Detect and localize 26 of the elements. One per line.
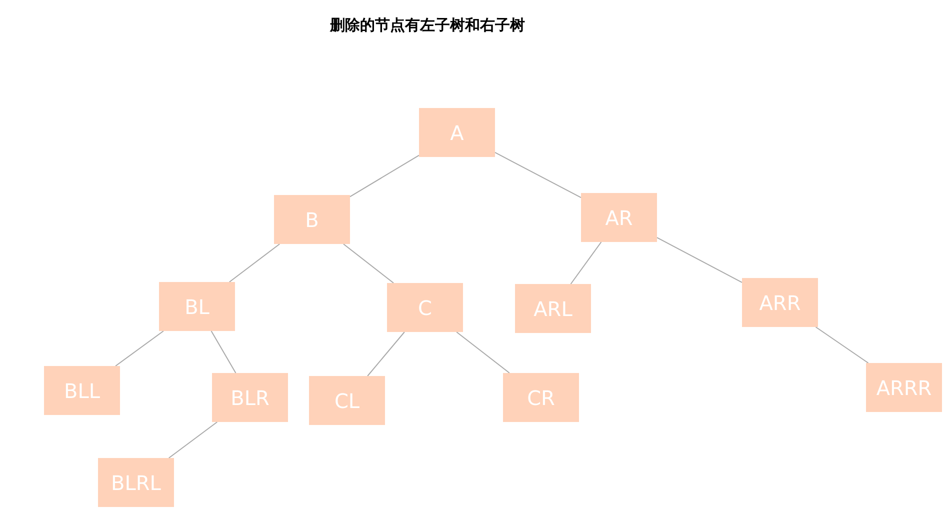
tree-node-box: CL: [309, 376, 385, 425]
connector-line: [115, 330, 164, 366]
tree-node-box: ARL: [515, 284, 591, 333]
connector-line: [494, 152, 582, 198]
tree-node-box: BLRL: [98, 458, 174, 507]
tree-node-box: BLR: [212, 373, 288, 422]
connector-line: [815, 326, 869, 364]
connector-line: [570, 242, 602, 284]
tree-node-box: B: [274, 195, 350, 244]
tree-node-box: AR: [581, 193, 657, 242]
connector-line: [350, 154, 420, 198]
tree-node-box: C: [387, 283, 463, 332]
connector-line: [228, 244, 280, 282]
connector-line: [210, 330, 236, 374]
connector-line: [342, 244, 394, 284]
tree-node-box: A: [419, 108, 495, 157]
tree-node-box: BL: [159, 282, 235, 331]
tree-node-box: ARRR: [866, 363, 942, 412]
connector-line: [656, 237, 742, 283]
tree-node-box: ARR: [742, 278, 818, 327]
tree-node-box: BLL: [44, 366, 120, 415]
connector-line: [367, 332, 405, 376]
connector-line: [168, 422, 218, 458]
tree-node-box: CR: [503, 373, 579, 422]
connector-line: [456, 332, 510, 374]
diagram-title: 删除的节点有左子树和右子树: [330, 15, 525, 36]
